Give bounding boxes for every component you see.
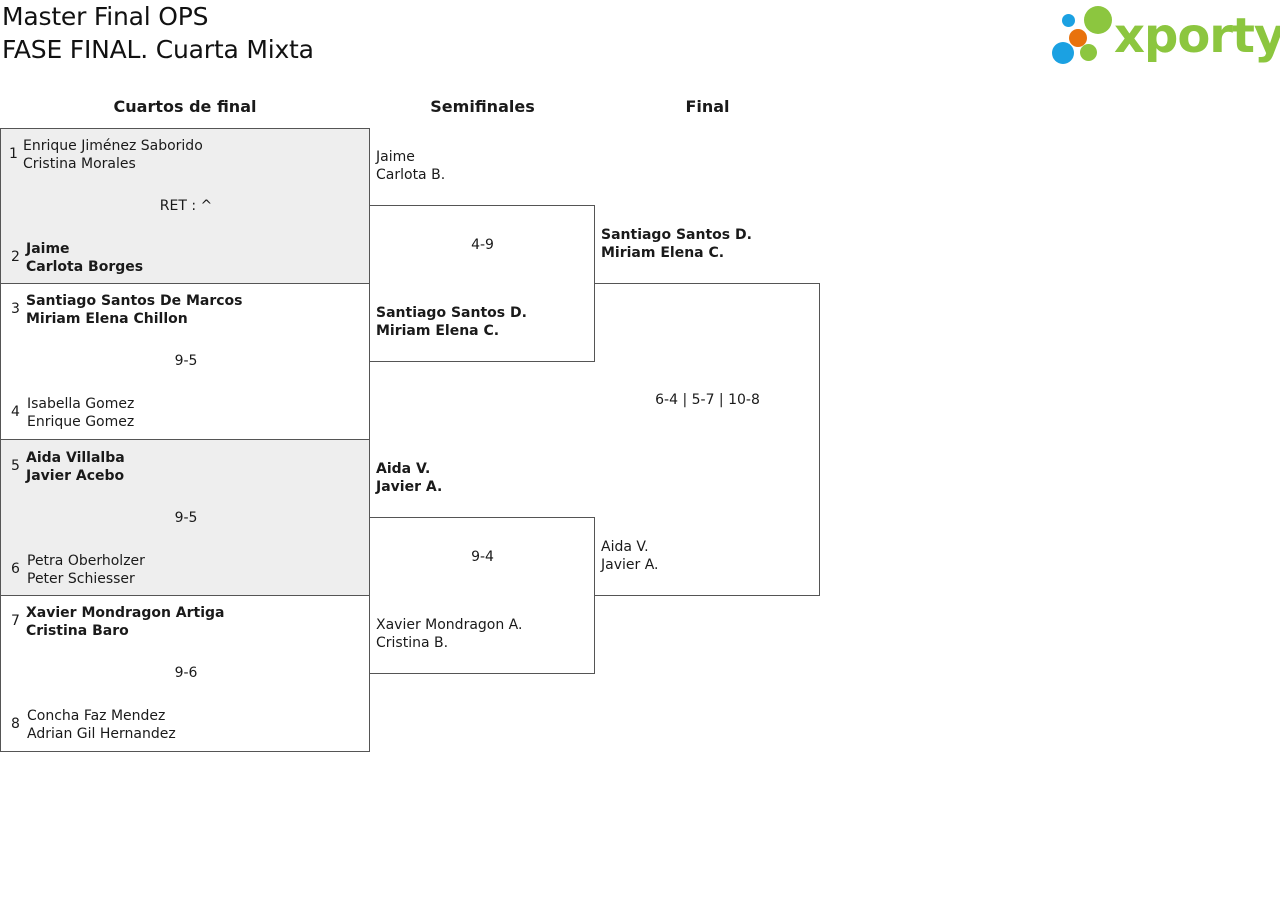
page-title: Master Final OPS — [2, 2, 209, 31]
column-header-final: Final — [685, 97, 730, 116]
player-name: Javier A. — [376, 479, 443, 495]
player-name: Isabella Gomez — [27, 396, 135, 412]
player-name: Xavier Mondragon Artiga — [26, 605, 225, 621]
column-header-semifinals: Semifinales — [430, 97, 535, 116]
player-name: Adrian Gil Hernandez — [27, 726, 176, 742]
team-top-winner[interactable]: Aida Villalba Javier Acebo — [26, 449, 125, 485]
team-top[interactable]: Enrique Jiménez Saborido Cristina Morale… — [23, 137, 203, 173]
column-header-quarterfinals: Cuartos de final — [113, 97, 257, 116]
player-name: Javier A. — [601, 557, 659, 573]
match-score: 9-5 — [174, 510, 198, 526]
final-team-bottom[interactable]: Aida V. Javier A. — [601, 538, 658, 574]
seed-number: 7 — [11, 613, 20, 629]
quarterfinal-match-3: 5 Aida Villalba Javier Acebo 9-5 6 Petra… — [0, 439, 370, 596]
player-name: Xavier Mondragon A. — [376, 617, 523, 633]
final-match: 6-4 | 5-7 | 10-8 Aida V. Javier A. — [595, 283, 820, 596]
player-name: Santiago Santos D. — [376, 305, 527, 321]
xporty-logo[interactable]: xporty — [1050, 4, 1280, 68]
final-team-top-winner[interactable]: Santiago Santos D. Miriam Elena C. — [601, 226, 752, 262]
player-name: Aida Villalba — [26, 450, 125, 466]
quarterfinal-match-1: 1 Enrique Jiménez Saborido Cristina Mora… — [0, 128, 370, 284]
quarterfinal-match-2: 3 Santiago Santos De Marcos Miriam Elena… — [0, 284, 370, 440]
player-name: Miriam Elena C. — [376, 323, 500, 339]
logo-wordmark: xporty — [1114, 8, 1280, 64]
semifinal-match-1: 4-9 Santiago Santos D. Miriam Elena C. — [370, 205, 595, 362]
player-name: Petra Oberholzer — [27, 553, 145, 569]
seed-number: 2 — [11, 249, 20, 265]
seed-number: 8 — [11, 716, 20, 732]
semifinal-2-team-top-winner[interactable]: Aida V. Javier A. — [376, 460, 442, 496]
player-name: Aida V. — [376, 461, 431, 477]
page-subtitle: FASE FINAL. Cuarta Mixta — [2, 35, 314, 64]
semifinal-2-team-bottom[interactable]: Xavier Mondragon A. Cristina B. — [376, 616, 522, 652]
match-score: 4-9 — [471, 237, 494, 253]
match-score: 9-5 — [174, 353, 198, 369]
player-name: Cristina B. — [376, 635, 449, 651]
player-name: Enrique Gomez — [27, 414, 135, 430]
logo-dot-blue — [1052, 42, 1074, 64]
logo-dot-green-small — [1080, 44, 1097, 61]
team-bottom[interactable]: Concha Faz Mendez Adrian Gil Hernandez — [27, 707, 176, 743]
player-name: Santiago Santos D. — [601, 227, 752, 243]
semifinal-1-team-bottom-winner[interactable]: Santiago Santos D. Miriam Elena C. — [376, 304, 527, 340]
match-score: 9-4 — [471, 549, 494, 565]
player-name: Aida V. — [601, 539, 649, 555]
logo-dot-small-blue — [1062, 14, 1075, 27]
logo-dot-green — [1084, 6, 1112, 34]
player-name: Enrique Jiménez Saborido — [23, 138, 203, 154]
player-name: Cristina Morales — [23, 156, 136, 172]
player-name: Miriam Elena C. — [601, 245, 725, 261]
semifinal-match-2: 9-4 Xavier Mondragon A. Cristina B. — [370, 517, 595, 674]
team-top-winner[interactable]: Xavier Mondragon Artiga Cristina Baro — [26, 604, 225, 640]
team-bottom[interactable]: Petra Oberholzer Peter Schiesser — [27, 552, 145, 588]
player-name: Cristina Baro — [26, 623, 129, 639]
player-name: Santiago Santos De Marcos — [26, 293, 243, 309]
match-score: RET : ^ — [159, 198, 213, 214]
seed-number: 1 — [9, 146, 18, 162]
player-name: Javier Acebo — [26, 468, 125, 484]
seed-number: 4 — [11, 404, 20, 420]
logo-dot-orange — [1069, 29, 1087, 47]
seed-number: 6 — [11, 561, 20, 577]
match-score: 9-6 — [174, 665, 198, 681]
semifinal-1-team-top[interactable]: Jaime Carlota B. — [376, 148, 445, 184]
player-name: Carlota B. — [376, 167, 446, 183]
match-score: 6-4 | 5-7 | 10-8 — [655, 392, 760, 408]
seed-number: 3 — [11, 301, 20, 317]
player-name: Miriam Elena Chillon — [26, 311, 188, 327]
seed-number: 5 — [11, 458, 20, 474]
player-name: Peter Schiesser — [27, 571, 135, 587]
player-name: Concha Faz Mendez — [27, 708, 166, 724]
player-name: Carlota Borges — [26, 259, 144, 275]
team-bottom-winner[interactable]: Jaime Carlota Borges — [26, 240, 143, 276]
team-bottom[interactable]: Isabella Gomez Enrique Gomez — [27, 395, 134, 431]
player-name: Jaime — [26, 241, 70, 257]
player-name: Jaime — [376, 149, 415, 165]
team-top-winner[interactable]: Santiago Santos De Marcos Miriam Elena C… — [26, 292, 243, 328]
quarterfinal-match-4: 7 Xavier Mondragon Artiga Cristina Baro … — [0, 596, 370, 752]
